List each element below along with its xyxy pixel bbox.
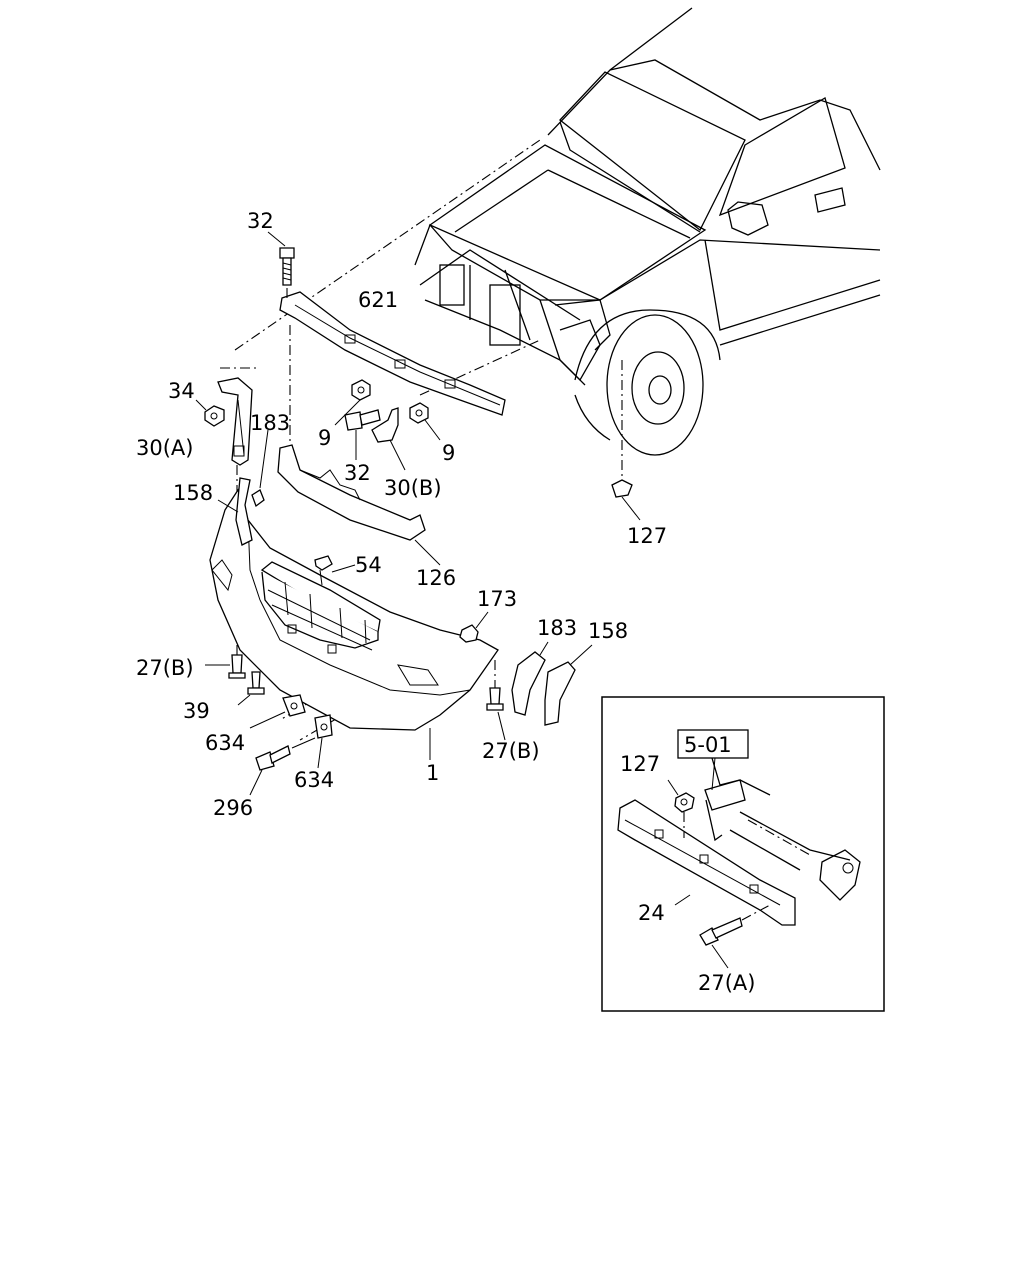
screw-27b-left <box>205 654 246 679</box>
callout-inset-24: 24 <box>638 901 665 925</box>
clip-183-left <box>251 429 269 508</box>
callout-183-left: 183 <box>250 411 290 435</box>
nut-173 <box>459 611 489 643</box>
callout-634-left: 634 <box>205 731 245 755</box>
panel-126 <box>277 444 441 566</box>
callout-30b: 30(B) <box>384 476 442 500</box>
callout-126: 126 <box>416 566 456 590</box>
bolt-296 <box>249 737 316 796</box>
callout-173: 173 <box>477 587 517 611</box>
callout-inset-127: 127 <box>620 752 660 776</box>
clip-127-vehicle <box>611 479 641 521</box>
callout-inset-27a: 27(A) <box>698 971 755 995</box>
callout-183-right: 183 <box>537 616 577 640</box>
molding-183-right <box>511 641 549 716</box>
callout-30a: 30(A) <box>136 436 193 460</box>
nut-9-left <box>334 379 371 426</box>
callout-621: 621 <box>358 288 398 312</box>
bolt-32-mid <box>344 409 381 460</box>
callout-296: 296 <box>213 796 253 820</box>
clip-634-right <box>314 714 333 769</box>
bracket-30b <box>371 407 406 471</box>
vehicle-outline <box>234 7 881 480</box>
callout-32-mid: 32 <box>344 461 371 485</box>
callout-32-top: 32 <box>247 209 274 233</box>
nut-9-right <box>409 402 441 441</box>
bumper-1 <box>209 488 499 760</box>
callout-1: 1 <box>426 761 439 785</box>
bracket-30a <box>217 377 253 466</box>
nut-34 <box>195 399 225 427</box>
callout-634-right: 634 <box>294 768 334 792</box>
inset-detail <box>601 696 885 1012</box>
callout-27b-left: 27(B) <box>136 656 194 680</box>
callout-9-right: 9 <box>442 441 455 465</box>
callout-158-left: 158 <box>173 481 213 505</box>
callout-158-right: 158 <box>588 619 628 643</box>
callout-39: 39 <box>183 699 210 723</box>
callout-54: 54 <box>355 553 382 577</box>
bracket-158-left <box>217 477 253 546</box>
callout-127-vehicle: 127 <box>627 524 667 548</box>
screw-27b-right <box>486 687 506 741</box>
inset-ref-box-label: 5-01 <box>684 733 732 757</box>
bracket-158-right <box>544 644 593 726</box>
callout-27b-right: 27(B) <box>482 739 540 763</box>
bolt-32-top <box>267 231 295 286</box>
clip-54 <box>314 555 356 586</box>
callout-9-left: 9 <box>318 426 331 450</box>
callout-34: 34 <box>168 379 195 403</box>
clip-634-left <box>249 694 306 729</box>
callout-labels: 32 621 34 183 30(A) 9 32 30(B) 9 158 126… <box>136 209 755 995</box>
screw-39 <box>237 671 265 706</box>
crossmember-621 <box>279 291 506 416</box>
